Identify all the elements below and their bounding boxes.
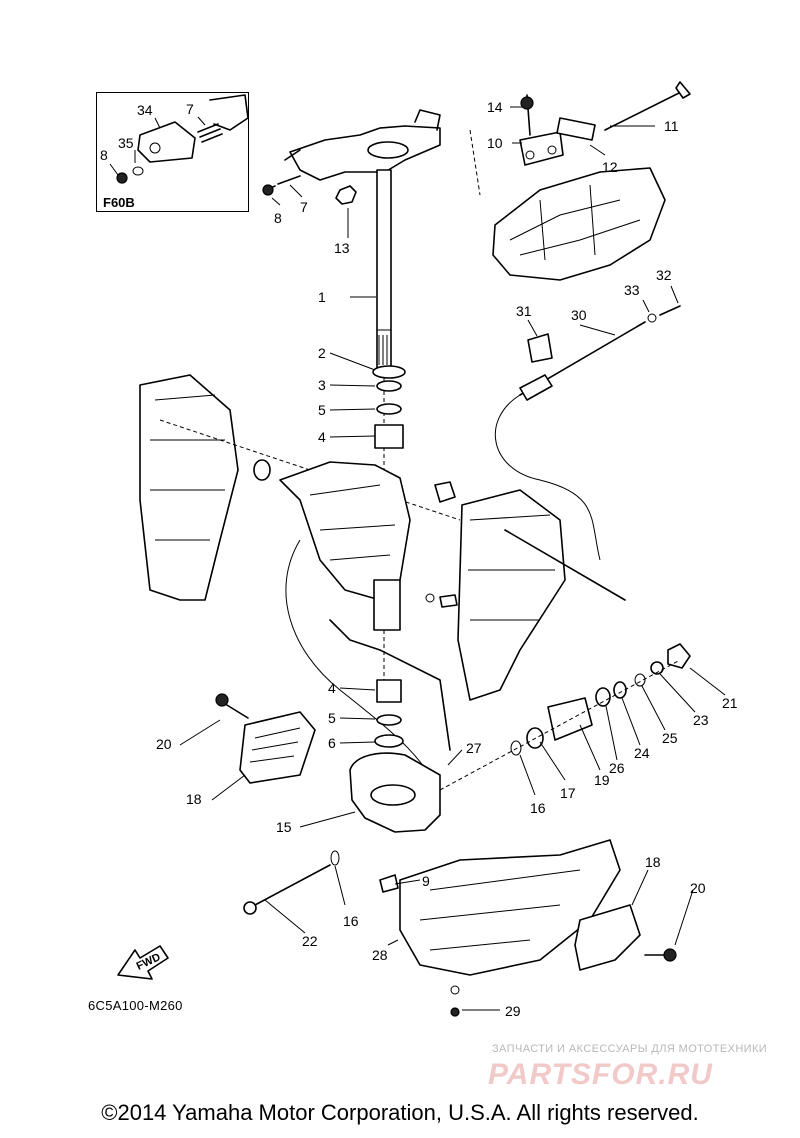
callout-11: 11	[664, 118, 679, 134]
callout-15: 15	[276, 819, 292, 835]
clamp-brackets	[139, 374, 626, 701]
callout-8: 8	[100, 147, 108, 163]
callout-14: 14	[487, 99, 503, 115]
copyright-notice: ©2014 Yamaha Motor Corporation, U.S.A. A…	[101, 1100, 699, 1125]
callout-9: 9	[422, 873, 430, 889]
callout-5: 5	[328, 710, 336, 726]
callout-12: 12	[602, 159, 618, 175]
watermark-caption: ЗАПЧАСТИ И АКСЕССУАРЫ ДЛЯ МОТОТЕХНИКИ	[492, 1043, 768, 1055]
callout-20: 20	[156, 736, 172, 752]
watermark-logo: PARTSFOR.RU	[488, 1058, 713, 1091]
callout-28: 28	[372, 947, 388, 963]
lower-casing	[243, 839, 677, 1017]
callout-4: 4	[318, 429, 326, 445]
callout-4: 4	[328, 680, 336, 696]
callout-16: 16	[530, 800, 546, 816]
lower-mount-parts	[215, 643, 691, 833]
callout-17: 17	[560, 785, 576, 801]
bottom-cowling-plate	[469, 81, 691, 281]
callout-29: 29	[505, 1003, 521, 1019]
leader-lines	[109, 106, 726, 1011]
drawing-code: 6C5A100-M260	[88, 998, 183, 1013]
callouts: 34 7 35 8 8 7 13 1 14 10 11 12 32 33 31 …	[100, 99, 738, 1019]
callout-2: 2	[318, 345, 326, 361]
callout-13: 13	[334, 240, 350, 256]
callout-6: 6	[328, 735, 336, 751]
callout-32: 32	[656, 267, 672, 283]
steering-shaft-assembly	[262, 109, 441, 470]
callout-30: 30	[571, 307, 587, 323]
callout-19: 19	[594, 772, 610, 788]
inset-frame	[96, 92, 249, 212]
callout-20: 20	[690, 880, 706, 896]
callout-18: 18	[645, 854, 661, 870]
callout-35: 35	[118, 135, 134, 151]
callout-1: 1	[318, 289, 326, 305]
callout-31: 31	[516, 303, 532, 319]
callout-18: 18	[186, 791, 202, 807]
callout-23: 23	[693, 712, 709, 728]
callout-10: 10	[487, 135, 503, 151]
callout-3: 3	[318, 377, 326, 393]
swivel-bracket	[279, 461, 458, 801]
callout-8: 8	[274, 210, 282, 226]
callout-16: 16	[343, 913, 359, 929]
callout-22: 22	[302, 933, 318, 949]
callout-21: 21	[722, 695, 738, 711]
fwd-arrow	[117, 945, 169, 980]
callout-7: 7	[186, 101, 194, 117]
callout-26: 26	[609, 760, 625, 776]
inset-label: F60B	[103, 195, 135, 210]
callout-24: 24	[634, 745, 650, 761]
callout-25: 25	[662, 730, 678, 746]
callout-5: 5	[318, 402, 326, 418]
callout-7: 7	[300, 199, 308, 215]
callout-33: 33	[624, 282, 640, 298]
callout-27: 27	[466, 740, 482, 756]
throttle-cable-assembly	[494, 305, 681, 561]
callout-34: 34	[137, 102, 153, 118]
